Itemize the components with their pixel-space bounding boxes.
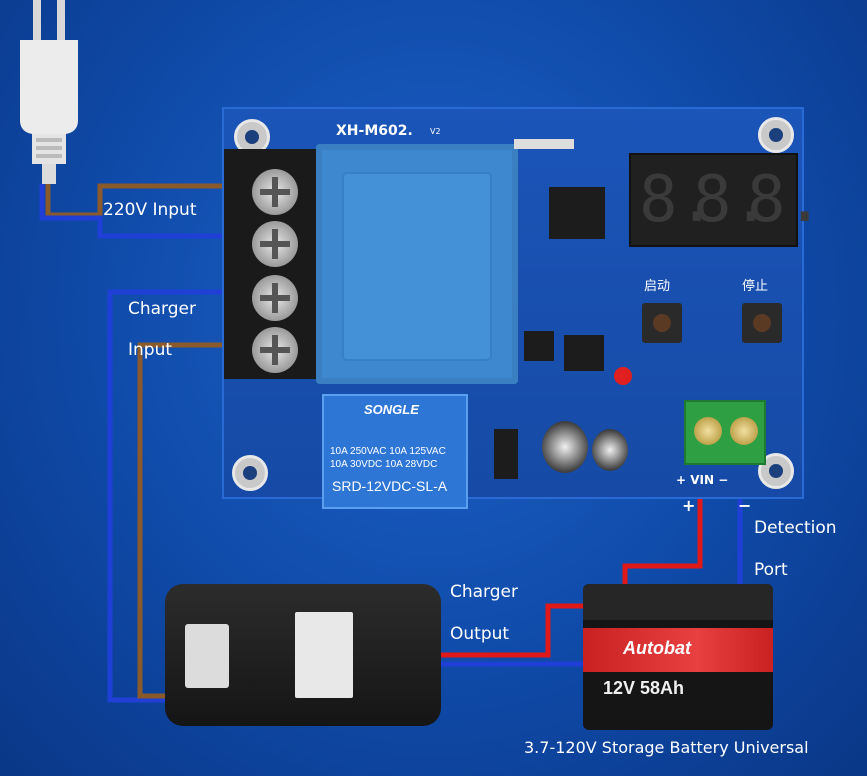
- wire-ac-brown: [45, 183, 258, 218]
- label-charger-input-line1: Charger: [128, 299, 196, 319]
- charger-label-sticker: [295, 612, 353, 698]
- wire-charger-in-brown: [137, 342, 258, 699]
- label-charger-input-line2: Input: [128, 340, 173, 360]
- display-digit: 8.: [693, 163, 771, 237]
- mounting-hole: [758, 117, 794, 153]
- stop-label: 停止: [742, 279, 769, 294]
- power-plug-icon: [14, 0, 84, 184]
- label-charger-output-line2: Output: [450, 624, 510, 644]
- capacitor: [542, 421, 588, 473]
- battery-brand: Autobat: [623, 638, 691, 658]
- mounting-hole: [232, 455, 268, 491]
- relay: SONGLE 10A 250VAC 10A 125VAC 10A 30VDC 1…: [322, 394, 468, 509]
- start-label: 启动: [644, 279, 671, 294]
- screw-terminal-block: [224, 149, 319, 379]
- relay-rating-2: 10A 30VDC 10A 28VDC: [330, 459, 438, 470]
- vin-terminal-marks: + VIN −: [676, 473, 729, 487]
- vin-terminal: [684, 400, 766, 465]
- charging-control-board: XH-M602. V2 SONGLE 10A 250VAC 10A 125VAC…: [222, 107, 825, 509]
- stop-button[interactable]: [742, 303, 782, 343]
- seven-segment-display: 8. 8. 8.: [629, 153, 825, 247]
- start-button[interactable]: [642, 303, 682, 343]
- label-battery-caption: 3.7-120V Storage Battery Universal: [524, 738, 809, 757]
- storage-battery: Autobat 12V 58Ah: [583, 584, 773, 730]
- label-plus: +: [682, 496, 696, 515]
- screw-terminal: [252, 275, 298, 321]
- relay-rating-1: 10A 250VAC 10A 125VAC: [330, 446, 446, 457]
- relay-brand: SONGLE: [364, 402, 419, 417]
- charger-adapter: [165, 584, 441, 726]
- diode-bridge: [524, 331, 554, 361]
- wire-charger-in-blue: [107, 289, 258, 703]
- label-minus: −: [738, 496, 752, 515]
- label-220v-input: 220V Input: [103, 200, 197, 220]
- board-model: XH-M602.: [336, 123, 413, 139]
- battery-rating: 12V 58Ah: [603, 678, 685, 698]
- capacitor: [592, 429, 628, 471]
- transistor: [494, 429, 518, 479]
- header-pins: [514, 139, 574, 149]
- wire-ac-blue: [39, 184, 258, 239]
- label-detection-line1: Detection: [754, 518, 837, 538]
- label-charger-output-line1: Charger: [450, 582, 518, 602]
- screw-terminal: [252, 221, 298, 267]
- relay-model: SRD-12VDC-SL-A: [332, 478, 448, 494]
- display-digit: 8.: [639, 163, 717, 237]
- screw-terminal: [252, 169, 298, 215]
- board-version: V2: [430, 127, 441, 136]
- mounting-hole: [758, 453, 794, 489]
- charger-switch: [185, 624, 229, 688]
- label-detection-line2: Port: [754, 560, 788, 580]
- voltage-regulator: [564, 335, 604, 371]
- display-digit: 8.: [747, 163, 825, 237]
- led-indicator: [614, 367, 632, 385]
- screw-terminal: [252, 327, 298, 373]
- ic-chip: [549, 187, 605, 239]
- transformer: [316, 144, 518, 384]
